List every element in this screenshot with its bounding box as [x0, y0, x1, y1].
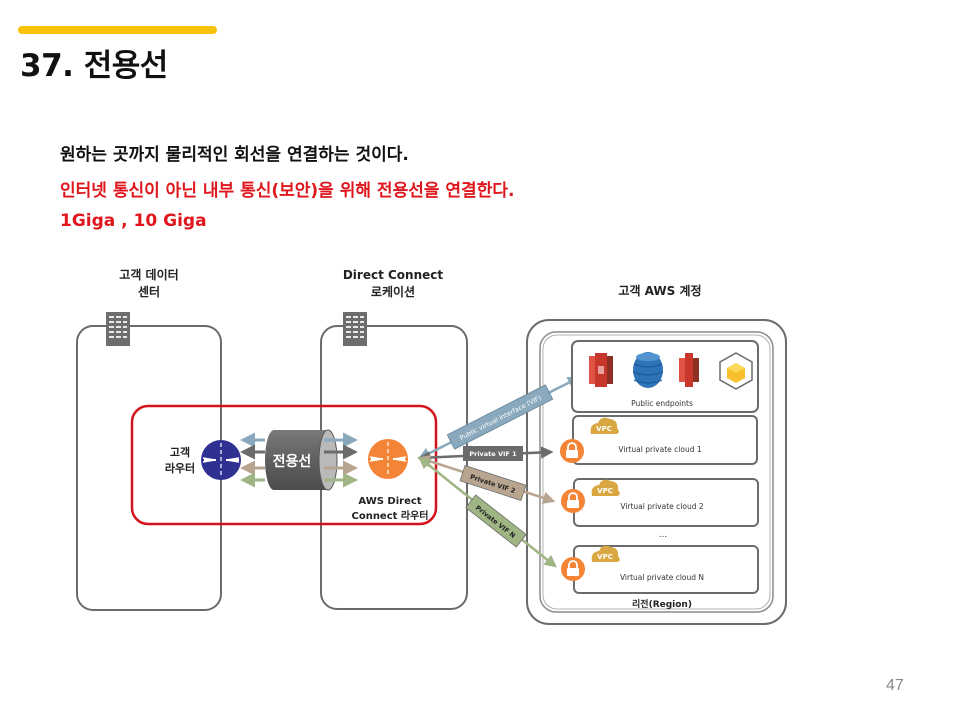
s3-icon: [589, 353, 613, 387]
public-endpoints-label: Public endpoints: [631, 399, 693, 408]
aws-router-label-1: AWS Direct: [358, 496, 421, 507]
zone-label-customer-dc-1: 고객 데이터: [119, 267, 178, 282]
vpc-card: VPC Virtual private cloud 2: [561, 478, 759, 527]
svg-text:VPC: VPC: [596, 425, 612, 433]
vif-public-label: Public virtual interface (VIF): [458, 394, 542, 442]
leased-line-label: 전용선: [273, 453, 312, 470]
lock-icon: [561, 489, 585, 513]
vpc-label: Virtual private cloud 2: [620, 502, 703, 511]
building-icon: [343, 312, 367, 346]
zone-label-dx-location-1: Direct Connect: [343, 268, 444, 282]
accent-bar: [18, 26, 217, 34]
lock-icon: [561, 557, 585, 581]
vpc-cloud-icon: VPC: [590, 417, 619, 434]
aws-router-label-2: Connect 라우터: [351, 509, 428, 522]
customer-router: [201, 440, 241, 480]
page-title: 37. 전용선: [20, 48, 168, 84]
svg-text:VPC: VPC: [597, 553, 613, 561]
aws-dx-router: [368, 439, 408, 479]
description-line-1: 원하는 곳까지 물리적인 회선을 연결하는 것이다.: [60, 145, 409, 165]
zone-label-aws-account: 고객 AWS 계정: [618, 283, 701, 298]
vpc-ellipsis: ...: [659, 530, 668, 540]
page-number: 47: [886, 677, 904, 694]
svg-text:VPC: VPC: [597, 487, 613, 495]
customer-router-label-1: 고객: [170, 445, 190, 459]
building-icon: [106, 312, 130, 346]
region-label: 리전(Region): [632, 598, 692, 610]
vpc-label: Virtual private cloud 1: [618, 445, 701, 454]
zone-label-customer-dc-2: 센터: [138, 284, 160, 299]
vpc-label: Virtual private cloud N: [620, 573, 704, 582]
leased-line-arrows-right: [324, 432, 358, 488]
zone-label-dx-location-2: 로케이션: [371, 284, 415, 299]
vpc-cloud-icon: VPC: [591, 479, 620, 496]
vif-private-1-label: Private VIF 1: [469, 450, 517, 458]
leased-line-arrows-left: [240, 432, 265, 488]
customer-dc-box: [76, 325, 222, 611]
customer-router-label-2: 라우터: [165, 461, 195, 475]
dynamodb-icon: [632, 352, 664, 388]
lock-icon: [560, 439, 584, 463]
description-line-2: 인터넷 통신이 아닌 내부 통신(보안)을 위해 전용선을 연결한다.: [60, 181, 515, 201]
cable-cylinder-icon: [265, 429, 338, 491]
vpc-cloud-icon: VPC: [591, 545, 620, 562]
redshift-icon: [679, 353, 699, 387]
public-endpoints-box: [571, 340, 759, 413]
vpc-card: VPC Virtual private cloud 1: [560, 415, 758, 465]
vpc-card: VPC Virtual private cloud N: [561, 545, 759, 594]
description-line-3: 1Giga , 10 Giga: [60, 211, 207, 231]
simpledb-icon: [719, 352, 753, 390]
vif-private-2: Private VIF 2: [417, 455, 556, 504]
